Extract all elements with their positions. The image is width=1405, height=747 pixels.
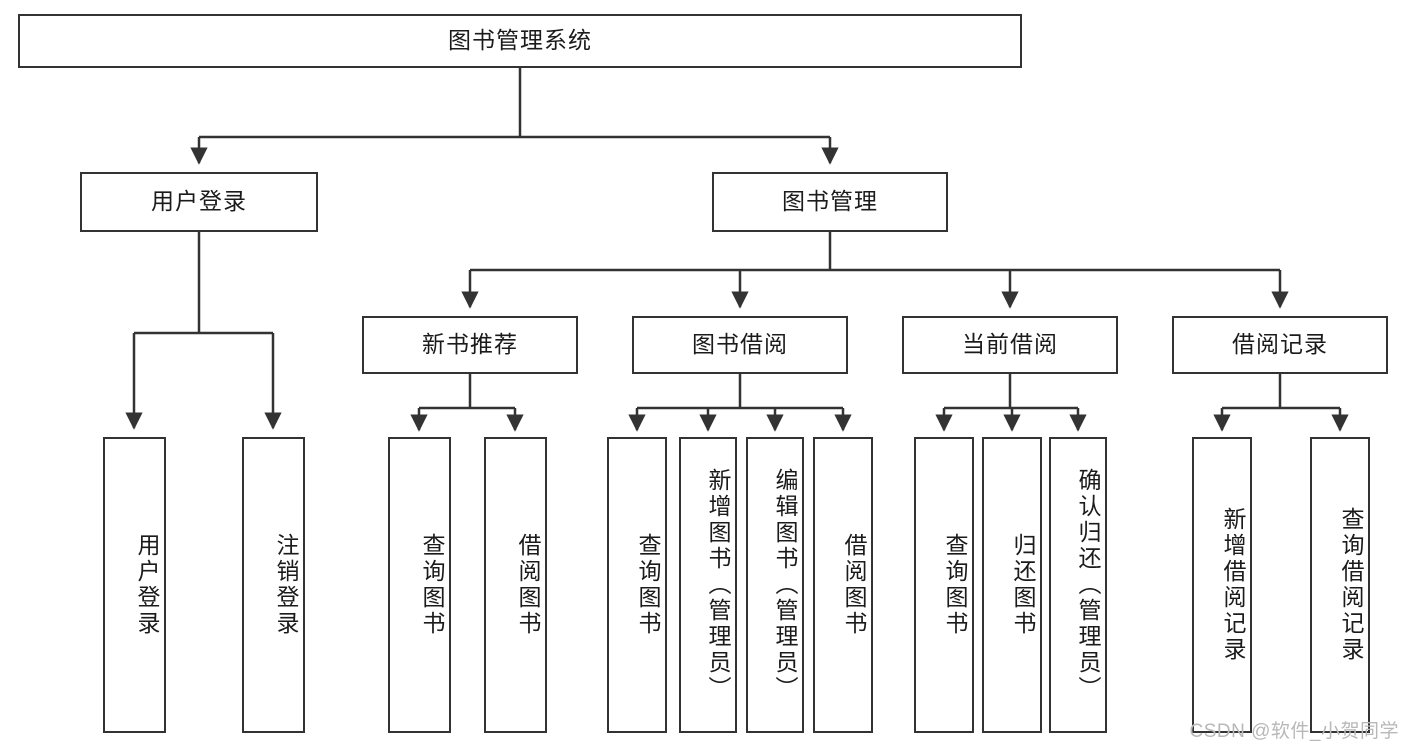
leaf-query-book-recommend[interactable]: 查询图书 — [388, 437, 451, 733]
leaf-logout-login-label: 注销登录 — [273, 533, 299, 637]
leaf-borrow-book-recommend-label: 借阅图书 — [515, 533, 541, 637]
leaf-borrow-book-recommend[interactable]: 借阅图书 — [484, 437, 547, 733]
leaf-user-login-label: 用户登录 — [134, 533, 160, 637]
leaf-add-borrow-record-label: 新增借阅记录 — [1220, 507, 1246, 663]
leaf-query-borrow-record[interactable]: 查询借阅记录 — [1310, 437, 1370, 733]
node-borrow-record-label: 借阅记录 — [1232, 331, 1328, 358]
node-book-borrow[interactable]: 图书借阅 — [632, 316, 848, 374]
node-root-label: 图书管理系统 — [448, 27, 592, 54]
leaf-query-book-borrow[interactable]: 查询图书 — [607, 437, 667, 733]
leaf-query-book-current-label: 查询图书 — [942, 533, 968, 637]
node-current-borrow[interactable]: 当前借阅 — [902, 316, 1118, 374]
leaf-return-book-label: 归还图书 — [1010, 533, 1036, 637]
node-book-borrow-label: 图书借阅 — [692, 331, 788, 358]
leaf-add-book-admin-label: 新增图书（管理员） — [705, 468, 731, 702]
leaf-add-book-admin[interactable]: 新增图书（管理员） — [679, 437, 737, 733]
node-new-book-recommend[interactable]: 新书推荐 — [362, 316, 578, 374]
node-new-book-recommend-label: 新书推荐 — [422, 331, 518, 358]
leaf-query-book-current[interactable]: 查询图书 — [914, 437, 974, 733]
leaf-query-borrow-record-label: 查询借阅记录 — [1338, 507, 1364, 663]
leaf-user-login[interactable]: 用户登录 — [103, 437, 166, 733]
node-book-management[interactable]: 图书管理 — [712, 172, 948, 232]
leaf-logout-login[interactable]: 注销登录 — [242, 437, 305, 733]
leaf-query-book-borrow-label: 查询图书 — [635, 533, 661, 637]
node-borrow-record[interactable]: 借阅记录 — [1172, 316, 1388, 374]
leaf-add-borrow-record[interactable]: 新增借阅记录 — [1192, 437, 1252, 733]
leaf-confirm-return-admin[interactable]: 确认归还（管理员） — [1049, 437, 1107, 733]
leaf-edit-book-admin-label: 编辑图书（管理员） — [772, 468, 798, 702]
leaf-borrow-book-label: 借阅图书 — [841, 533, 867, 637]
leaf-query-book-recommend-label: 查询图书 — [419, 533, 445, 637]
leaf-edit-book-admin[interactable]: 编辑图书（管理员） — [746, 437, 804, 733]
node-current-borrow-label: 当前借阅 — [962, 331, 1058, 358]
node-user-login-label: 用户登录 — [151, 188, 247, 215]
node-user-login[interactable]: 用户登录 — [80, 172, 318, 232]
watermark-text: CSDN @软件_小贺同学 — [1189, 721, 1399, 742]
leaf-borrow-book[interactable]: 借阅图书 — [813, 437, 873, 733]
leaf-return-book[interactable]: 归还图书 — [982, 437, 1042, 733]
node-root[interactable]: 图书管理系统 — [18, 14, 1022, 68]
node-book-management-label: 图书管理 — [782, 188, 878, 215]
leaf-confirm-return-admin-label: 确认归还（管理员） — [1075, 468, 1101, 702]
